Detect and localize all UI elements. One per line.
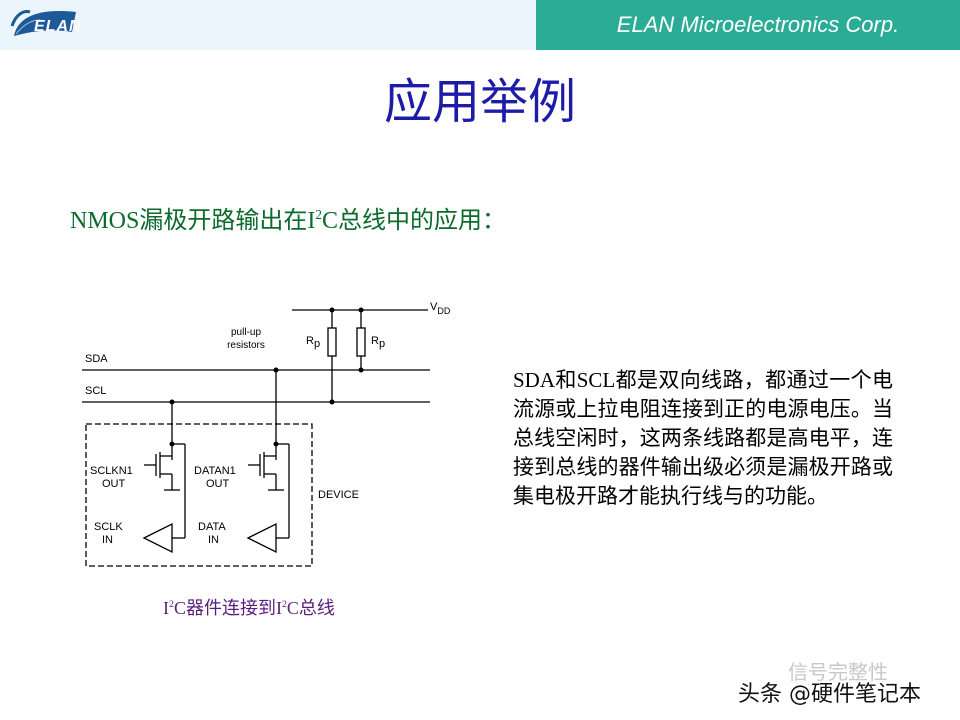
caption-text-2: C器件连接到I bbox=[173, 598, 282, 618]
subtitle: NMOS漏极开路输出在I2C总线中的应用： bbox=[70, 200, 506, 235]
rp2-label: Rp bbox=[371, 335, 385, 350]
junction-dot bbox=[358, 367, 364, 373]
sclkn1-out-label: OUT bbox=[102, 478, 126, 490]
logo-area: ELAN bbox=[0, 0, 536, 50]
junction-dot bbox=[273, 441, 279, 447]
rp1-resistor bbox=[327, 327, 337, 357]
caption-superscript-1: 2 bbox=[169, 599, 174, 610]
sclk-label: SCLK bbox=[94, 521, 123, 533]
diagram-caption: I2C器件连接到I2C总线 bbox=[163, 594, 335, 620]
device-box bbox=[85, 423, 313, 567]
logo-text: ELAN bbox=[34, 18, 82, 35]
header-bar: ELAN ELAN Microelectronics Corp. bbox=[0, 0, 960, 50]
datan1-out-label: OUT bbox=[206, 478, 230, 490]
junction-dot bbox=[169, 399, 175, 405]
data-in-label: IN bbox=[208, 534, 219, 546]
sclk-in-label: IN bbox=[102, 534, 113, 546]
pullup-label-line1: pull-up bbox=[231, 327, 261, 338]
description-paragraph: SDA和SCL都是双向线路，都通过一个电流源或上拉电阻连接到正的电源电压。当总线… bbox=[513, 368, 893, 508]
pullup-label-line2: resistors bbox=[227, 340, 265, 351]
scl-input-buffer bbox=[142, 522, 173, 554]
datan1-label: DATAN1 bbox=[194, 465, 236, 477]
subtitle-superscript: 2 bbox=[315, 207, 322, 222]
device-label: DEVICE bbox=[318, 489, 359, 501]
caption-text-1: I bbox=[163, 598, 169, 618]
data-label: DATA bbox=[198, 521, 226, 533]
watermark-faded: 信号完整性 bbox=[788, 660, 888, 684]
rp1-label: Rp bbox=[306, 335, 320, 350]
junction-dot bbox=[329, 307, 335, 313]
caption-text-3: C总线 bbox=[286, 598, 335, 618]
scl-label: SCL bbox=[85, 385, 106, 397]
sda-input-buffer bbox=[246, 522, 277, 554]
junction-dot bbox=[358, 307, 364, 313]
vdd-label: VDD bbox=[430, 301, 451, 316]
sclkn1-label: SCLKN1 bbox=[90, 465, 133, 477]
elan-logo-icon bbox=[10, 10, 76, 36]
subtitle-text-2: C总线中的应用： bbox=[321, 208, 506, 234]
company-name: ELAN Microelectronics Corp. bbox=[536, 0, 960, 50]
junction-dot bbox=[273, 367, 279, 373]
junction-dot bbox=[169, 441, 175, 447]
subtitle-text-1: NMOS漏极开路输出在I bbox=[70, 208, 316, 234]
slide-title: 应用举例 bbox=[383, 74, 576, 130]
junction-dot bbox=[329, 399, 335, 405]
rp2-resistor bbox=[356, 327, 366, 357]
caption-superscript-2: 2 bbox=[281, 599, 287, 610]
elan-logo: ELAN bbox=[10, 6, 82, 42]
i2c-circuit-diagram: VDD pull-up resistors Rp Rp SDA SCL SCLK… bbox=[82, 301, 451, 567]
watermark: 头条 @硬件笔记本 bbox=[738, 682, 921, 707]
sda-label: SDA bbox=[85, 353, 108, 365]
